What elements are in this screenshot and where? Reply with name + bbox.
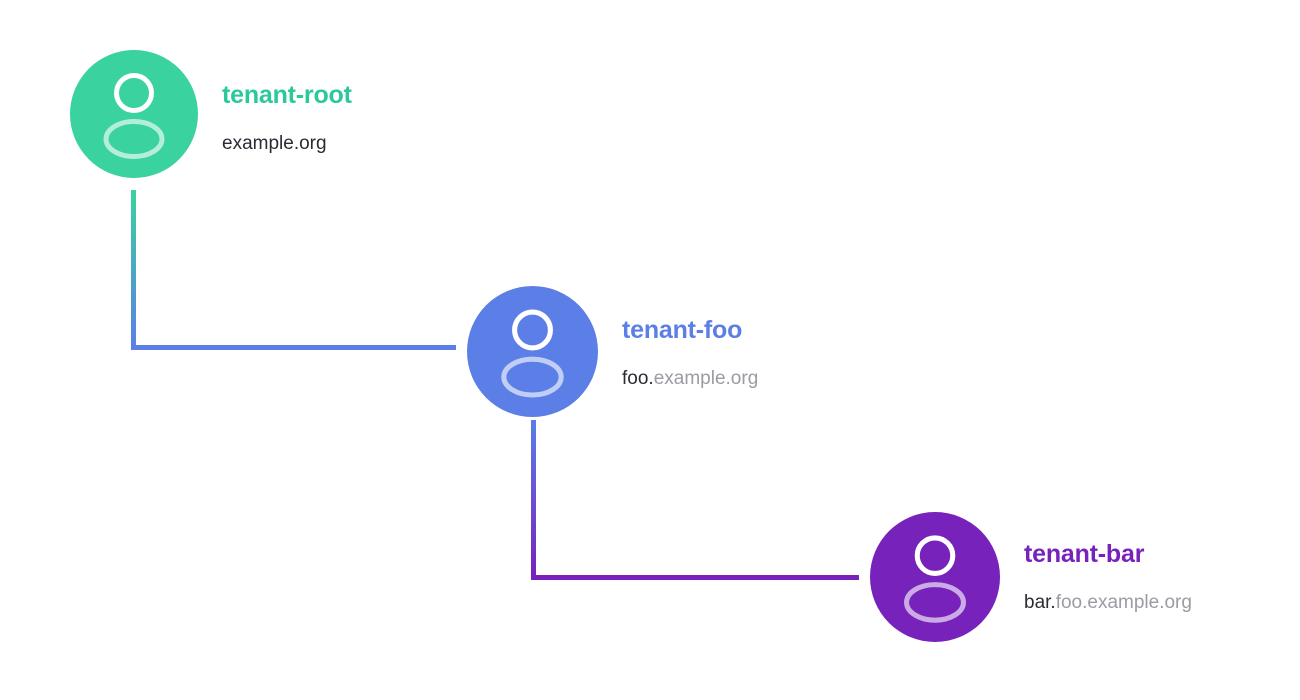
node-domain-tenant-root: example.org [222, 134, 352, 153]
domain-own-segment: bar. [1024, 592, 1056, 613]
label-group-tenant-foo: tenant-foo foo.example.org [622, 286, 758, 389]
label-group-tenant-bar: tenant-bar bar.foo.example.org [1024, 512, 1192, 613]
edge-root-to-foo [131, 190, 456, 350]
avatar-tenant-root[interactable] [70, 50, 198, 178]
label-group-tenant-root: tenant-root example.org [222, 50, 352, 154]
node-tenant-bar[interactable]: tenant-bar bar.foo.example.org [870, 512, 1192, 642]
avatar-tenant-bar[interactable] [870, 512, 1000, 642]
node-title-tenant-foo: tenant-foo [622, 316, 743, 344]
node-domain-tenant-foo: foo.example.org [622, 369, 758, 388]
edge-foo-to-bar [531, 420, 859, 580]
node-title-tenant-bar: tenant-bar [1024, 540, 1145, 568]
domain-parent-segment: foo.example.org [1055, 592, 1192, 613]
user-avatar-icon [501, 309, 564, 398]
domain-parent-segment: example.org [653, 368, 759, 389]
user-avatar-icon [103, 73, 165, 159]
node-title-tenant-root: tenant-root [222, 81, 352, 109]
avatar-tenant-foo[interactable] [467, 286, 598, 417]
user-avatar-icon [904, 535, 966, 623]
node-tenant-foo[interactable]: tenant-foo foo.example.org [467, 286, 758, 417]
domain-own-segment: foo. [622, 368, 654, 389]
domain-own-segment: example.org [222, 133, 327, 154]
node-domain-tenant-bar: bar.foo.example.org [1024, 593, 1192, 612]
node-tenant-root[interactable]: tenant-root example.org [70, 50, 352, 178]
